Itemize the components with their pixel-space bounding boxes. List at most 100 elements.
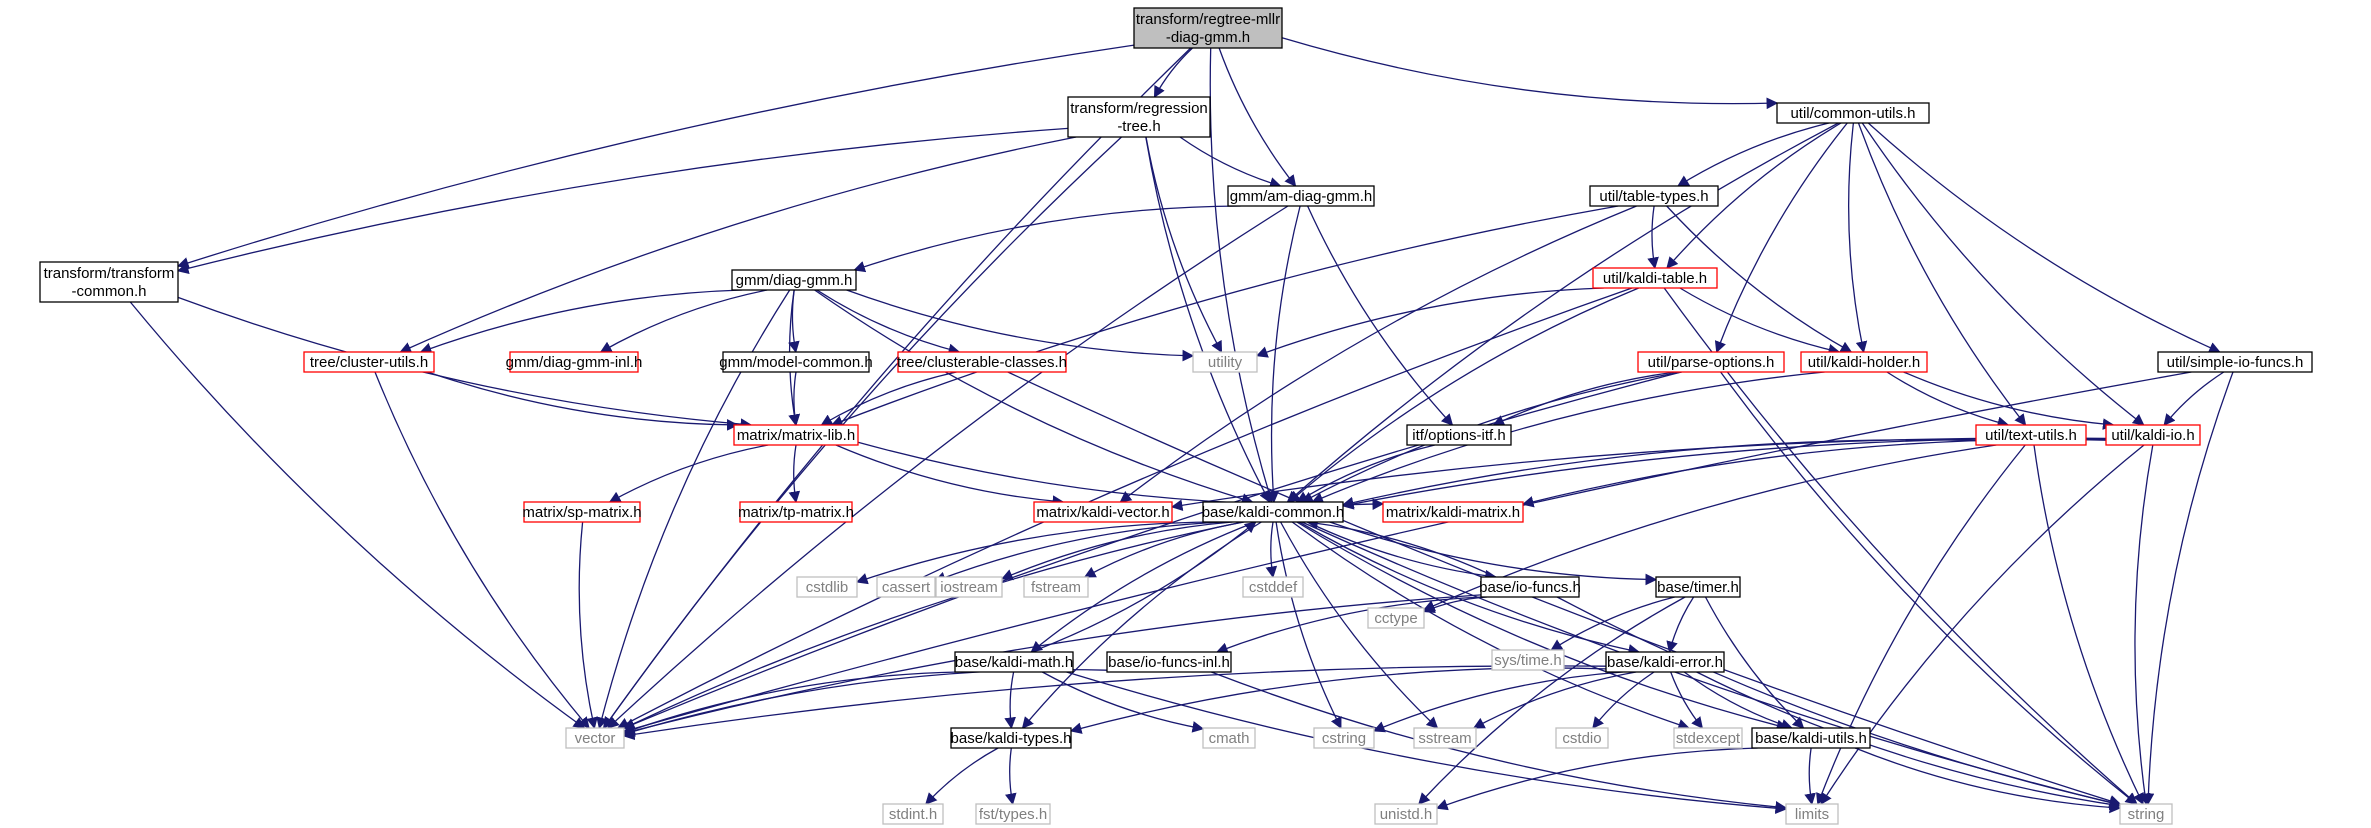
- node-am-diag-gmm[interactable]: gmm/am-diag-gmm.h: [1227, 185, 1375, 207]
- node-box[interactable]: [1605, 651, 1725, 673]
- edge-clusterable_classes-to-matrix_lib: [820, 371, 957, 426]
- node-common-utils[interactable]: util/common-utils.h: [1776, 102, 1930, 124]
- node-matrix-lib[interactable]: matrix/matrix-lib.h: [733, 424, 859, 446]
- edge-io_funcs-to-string: [1556, 596, 2122, 808]
- node-box[interactable]: [39, 261, 179, 303]
- node-box[interactable]: [1406, 424, 1512, 446]
- node-box[interactable]: [1592, 267, 1718, 289]
- edge-kaldi_math-to-kaldi_types: [1004, 671, 1016, 730]
- node-label: tree/clusterable-classes.h: [897, 354, 1067, 371]
- edge-parse_options-to-options_itf: [1492, 371, 1677, 426]
- node-box[interactable]: [1800, 351, 1928, 373]
- edge-simple_io_funcs-to-string: [2142, 371, 2234, 806]
- node-label: gmm/model-common.h: [719, 354, 872, 371]
- node-kaldi-io[interactable]: util/kaldi-io.h: [2105, 424, 2201, 446]
- node-diag-gmm-inl[interactable]: gmm/diag-gmm-inl.h: [506, 351, 643, 373]
- node-box[interactable]: [1480, 576, 1580, 598]
- edge-matrix_lib-to-kaldi_matrix: [857, 441, 1385, 510]
- node-io-funcs-inl[interactable]: base/io-funcs-inl.h: [1106, 651, 1232, 673]
- edge-kaldi_error-to-string: [1696, 671, 2122, 811]
- node-root[interactable]: transform/regtree-mllr-diag-gmm.h: [1133, 7, 1283, 49]
- edge-regression_tree-to-transform_common: [176, 127, 1069, 274]
- node-box[interactable]: [739, 501, 853, 523]
- node-box[interactable]: [733, 424, 859, 446]
- node-timer[interactable]: base/timer.h: [1655, 576, 1741, 598]
- node-box[interactable]: [1202, 501, 1344, 523]
- edge-clusterable_classes-to-string: [1007, 371, 2122, 807]
- edge-kaldi_utils-to-unistd: [1435, 747, 1758, 811]
- node-box[interactable]: [1133, 7, 1283, 49]
- node-box[interactable]: [954, 651, 1074, 673]
- edge-kaldi_error-to-sstream: [1472, 671, 1637, 729]
- edge-diag_gmm-to-cluster_utils: [419, 289, 743, 354]
- node-model-common[interactable]: gmm/model-common.h: [719, 351, 873, 373]
- node-box[interactable]: [1382, 501, 1524, 523]
- node-label: gmm/diag-gmm-inl.h: [506, 354, 643, 371]
- node-kaldi-matrix[interactable]: matrix/kaldi-matrix.h: [1382, 501, 1524, 523]
- node-regression-tree[interactable]: transform/regression-tree.h: [1067, 96, 1211, 138]
- node-box[interactable]: [2105, 424, 2201, 446]
- node-box[interactable]: [1637, 351, 1785, 373]
- node-label: gmm/am-diag-gmm.h: [1230, 188, 1373, 205]
- node-kaldi-types[interactable]: base/kaldi-types.h: [950, 727, 1072, 749]
- node-label: base/kaldi-types.h: [951, 730, 1072, 747]
- node-box[interactable]: [1751, 727, 1871, 749]
- node-kaldi-utils[interactable]: base/kaldi-utils.h: [1751, 727, 1871, 749]
- node-box[interactable]: [1106, 651, 1232, 673]
- node-label: fst/types.h: [979, 806, 1047, 823]
- node-box[interactable]: [897, 351, 1067, 373]
- node-clusterable-classes[interactable]: tree/clusterable-classes.h: [897, 351, 1067, 373]
- edge-am_diag_gmm-to-kaldi_common: [1267, 205, 1301, 504]
- edge-kaldi_utils-to-string: [1854, 747, 2122, 814]
- node-box[interactable]: [303, 351, 435, 373]
- node-sp-matrix[interactable]: matrix/sp-matrix.h: [522, 501, 642, 523]
- node-label: tree/cluster-utils.h: [310, 354, 428, 371]
- node-iostream: iostream: [935, 576, 1003, 598]
- node-limits: limits: [1785, 803, 1839, 825]
- node-io-funcs[interactable]: base/io-funcs.h: [1479, 576, 1581, 598]
- node-box[interactable]: [731, 269, 857, 291]
- node-kaldi-error[interactable]: base/kaldi-error.h: [1605, 651, 1725, 673]
- node-box: [876, 576, 936, 598]
- node-tp-matrix[interactable]: matrix/tp-matrix.h: [738, 501, 854, 523]
- node-box[interactable]: [722, 351, 870, 373]
- node-kaldi-vector[interactable]: matrix/kaldi-vector.h: [1033, 501, 1173, 523]
- node-kaldi-holder[interactable]: util/kaldi-holder.h: [1800, 351, 1928, 373]
- node-box[interactable]: [1227, 185, 1375, 207]
- node-table-types[interactable]: util/table-types.h: [1589, 185, 1719, 207]
- node-parse-options[interactable]: util/parse-options.h: [1637, 351, 1785, 373]
- node-kaldi-common[interactable]: base/kaldi-common.h: [1202, 501, 1345, 523]
- node-box[interactable]: [1067, 96, 1211, 138]
- edge-kaldi_table-to-vector: [616, 287, 1633, 729]
- node-kaldi-table[interactable]: util/kaldi-table.h: [1592, 267, 1718, 289]
- edge-kaldi_math-to-vector: [622, 671, 959, 735]
- node-label: stdexcept: [1676, 730, 1741, 747]
- node-label: matrix/tp-matrix.h: [738, 504, 854, 521]
- node-cluster-utils[interactable]: tree/cluster-utils.h: [303, 351, 435, 373]
- node-box[interactable]: [1589, 185, 1719, 207]
- edge-text_utils-to-kaldi_common: [1341, 439, 1977, 509]
- node-box[interactable]: [523, 501, 641, 523]
- node-box[interactable]: [950, 727, 1072, 749]
- node-box[interactable]: [1776, 102, 1930, 124]
- edge-cluster_utils-to-matrix_lib: [427, 371, 739, 431]
- node-diag-gmm[interactable]: gmm/diag-gmm.h: [731, 269, 857, 291]
- dependency-nodes: transform/regtree-mllr-diag-gmm.h transfo…: [39, 7, 2313, 825]
- node-text-utils[interactable]: util/text-utils.h: [1975, 424, 2087, 446]
- edge-options_itf-to-kaldi_common: [1296, 444, 1435, 503]
- edge-kaldi_holder-to-kaldi_io: [1903, 371, 2115, 430]
- edge-kaldi_error-to-stdexcept: [1670, 671, 1704, 729]
- node-simple-io-funcs[interactable]: util/simple-io-funcs.h: [2157, 351, 2313, 373]
- edge-kaldi_common-to-cassert: [933, 521, 1225, 583]
- node-box[interactable]: [1655, 576, 1741, 598]
- node-box[interactable]: [1975, 424, 2087, 446]
- node-kaldi-math[interactable]: base/kaldi-math.h: [954, 651, 1074, 673]
- node-label: util/common-utils.h: [1790, 105, 1915, 122]
- node-transform-common[interactable]: transform/transform-common.h: [39, 261, 179, 303]
- node-box[interactable]: [2157, 351, 2313, 373]
- node-box[interactable]: [1033, 501, 1173, 523]
- node-options-itf[interactable]: itf/options-itf.h: [1406, 424, 1512, 446]
- node-box[interactable]: [509, 351, 639, 373]
- edge-kaldi_common-to-iostream: [1000, 521, 1233, 581]
- edge-diag_gmm-to-kaldi_common: [814, 289, 1254, 505]
